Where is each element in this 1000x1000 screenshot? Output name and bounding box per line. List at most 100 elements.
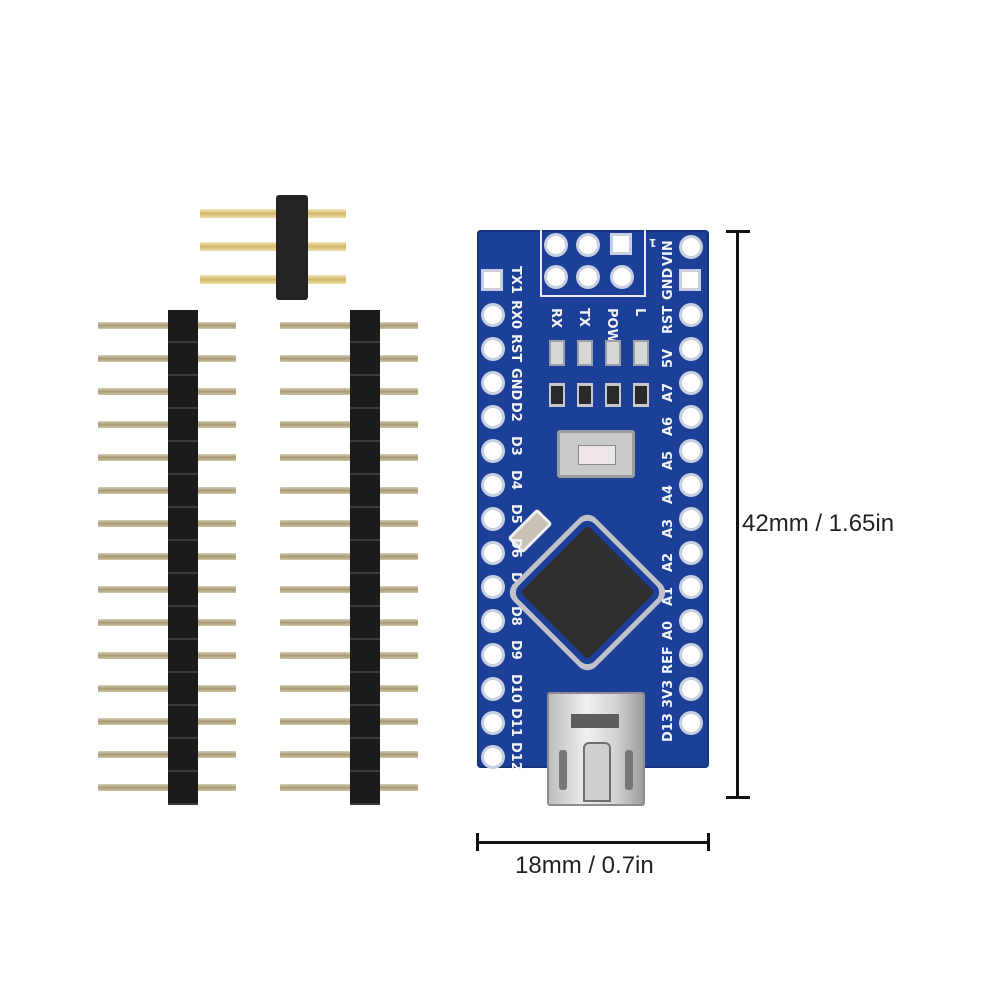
led-label-rx: RX <box>548 308 563 329</box>
icsp-pin1-marker: 1 <box>649 236 657 249</box>
header-pin <box>98 553 236 560</box>
pin-label: A4 <box>661 484 676 504</box>
header-housing <box>276 195 308 300</box>
pin-pad-d8 <box>484 612 502 630</box>
header-segment <box>168 739 198 772</box>
pin-label: 5V <box>661 348 676 368</box>
header-pin <box>98 388 236 395</box>
pin-label: RX0 <box>508 300 523 330</box>
icsp-pad <box>579 236 597 254</box>
pin-label: D4 <box>508 470 523 490</box>
led-label-tx: TX <box>576 308 591 327</box>
pin-label: D12 <box>508 742 523 771</box>
status-led <box>549 340 565 366</box>
status-led <box>633 340 649 366</box>
pin-label: RST <box>661 305 676 334</box>
header-segment <box>168 673 198 706</box>
pin-label: A6 <box>661 416 676 436</box>
header-segment <box>168 541 198 574</box>
pin-label: A5 <box>661 450 676 470</box>
header-segment <box>168 376 198 409</box>
pin-pad-5v <box>682 340 700 358</box>
pin-pad-d9 <box>484 646 502 664</box>
icsp-pad <box>613 236 629 252</box>
pin-label: A0 <box>661 620 676 640</box>
header-segment <box>350 376 380 409</box>
pin-label: D7 <box>508 572 523 592</box>
header-pin <box>98 322 236 329</box>
header-pin <box>98 520 236 527</box>
pin-label: A2 <box>661 552 676 572</box>
header-pin <box>98 685 236 692</box>
pin-pad-gnd <box>484 374 502 392</box>
icsp-pad <box>579 268 597 286</box>
header-pin <box>280 652 418 659</box>
smd-resistor <box>577 383 593 407</box>
header-pin <box>98 355 236 362</box>
header-segment <box>168 508 198 541</box>
header-segment <box>168 475 198 508</box>
header-pin <box>98 751 236 758</box>
icsp-pad <box>547 236 565 254</box>
pin-pad-rst <box>682 306 700 324</box>
width-dimension-cap-right <box>707 833 710 851</box>
pin-pad-rx0 <box>484 306 502 324</box>
header-pin <box>200 209 346 218</box>
header-segment <box>168 310 198 343</box>
header-pin <box>280 619 418 626</box>
header-pin <box>280 421 418 428</box>
pin-pad-d13 <box>682 714 700 732</box>
header-segment <box>168 640 198 673</box>
header-segment <box>350 475 380 508</box>
header-segment <box>350 574 380 607</box>
height-dimension-cap-bottom <box>726 796 750 799</box>
header-pin <box>280 553 418 560</box>
header-pin <box>280 784 418 791</box>
reset-button[interactable] <box>557 430 635 478</box>
smd-resistor <box>549 383 565 407</box>
pin-pad-3v3 <box>682 680 700 698</box>
mini-usb-connector[interactable] <box>547 692 645 806</box>
pin-pad-a6 <box>682 408 700 426</box>
header-pin <box>98 619 236 626</box>
header-pin <box>280 388 418 395</box>
header-pin <box>280 718 418 725</box>
smd-resistor <box>605 383 621 407</box>
pin-pad-a3 <box>682 510 700 528</box>
header-pin <box>280 322 418 329</box>
header-pin <box>280 487 418 494</box>
header-pin <box>98 718 236 725</box>
header-segment <box>350 442 380 475</box>
header-segment <box>350 508 380 541</box>
header-segment <box>168 343 198 376</box>
long-pin-header-right <box>280 310 420 810</box>
pin-label: GND <box>661 267 676 300</box>
header-pin <box>280 355 418 362</box>
icsp-header-outline <box>540 230 646 297</box>
pin-label: D2 <box>508 402 523 422</box>
header-segment <box>350 739 380 772</box>
pin-pad-a2 <box>682 544 700 562</box>
header-pin <box>280 586 418 593</box>
header-pin <box>98 454 236 461</box>
pin-pad-d10 <box>484 680 502 698</box>
smd-resistor <box>633 383 649 407</box>
header-segment <box>350 343 380 376</box>
header-pin <box>98 586 236 593</box>
header-housing <box>350 310 380 805</box>
pin-label: D9 <box>508 640 523 660</box>
header-pin <box>200 242 346 251</box>
pin-label: D13 <box>661 713 676 742</box>
header-pin <box>280 751 418 758</box>
header-pin <box>200 275 346 284</box>
header-pin <box>98 784 236 791</box>
icsp-pad <box>613 268 631 286</box>
header-segment <box>168 607 198 640</box>
pin-label: D10 <box>508 674 523 703</box>
pin-label: TX1 <box>508 266 523 294</box>
pin-pad-d6 <box>484 544 502 562</box>
header-segment <box>350 409 380 442</box>
pin-label: D11 <box>508 708 523 737</box>
pin-pad-a0 <box>682 612 700 630</box>
